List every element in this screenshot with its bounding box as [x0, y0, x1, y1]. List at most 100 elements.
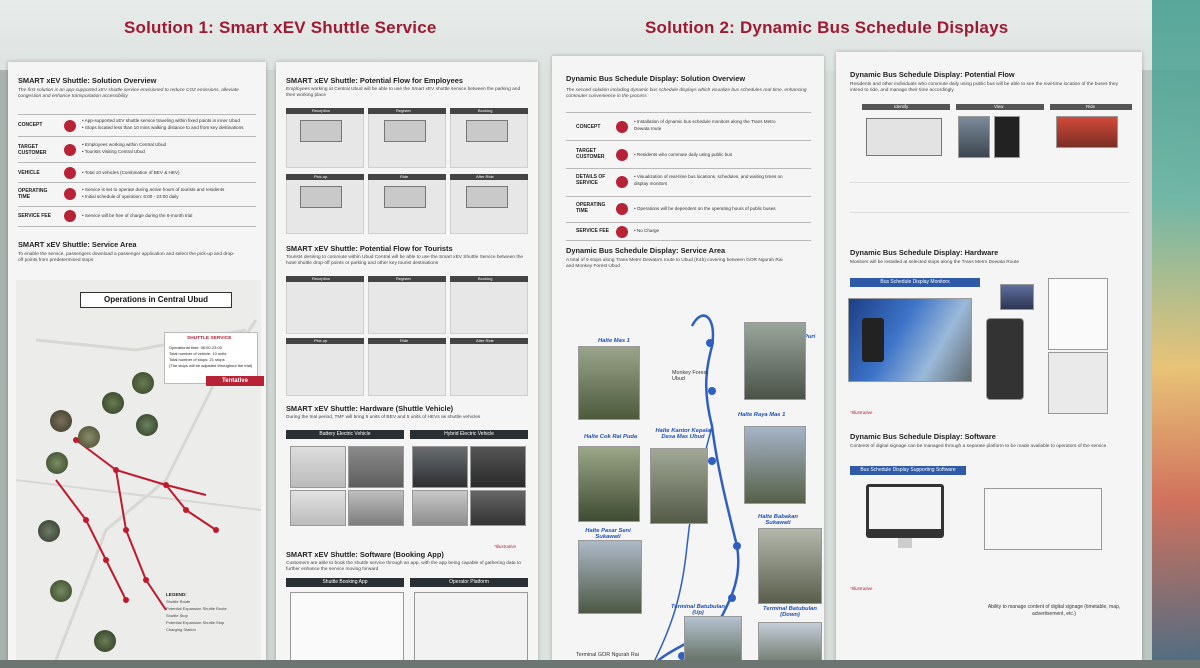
concept-icon: [64, 120, 76, 132]
clock-icon: [616, 203, 628, 215]
s2-overview-text: The second solution including dynamic bu…: [566, 88, 807, 100]
stop-label: Monkey Forest Ubud: [672, 370, 708, 382]
row-label-operating: OPERATING TIME: [18, 188, 48, 200]
row-value: • Visualization of real-time bus locatio…: [634, 174, 783, 179]
row-value: • Total 10 vehicles (Combination of BEV …: [82, 170, 180, 175]
stop-label: Terminal Batubulan (Up): [671, 604, 725, 616]
legend-title: LEGEND:: [166, 592, 187, 597]
hev-vehicle-photo: [412, 446, 468, 488]
flow-employees-title: SMART xEV Shuttle: Potential Flow for Em…: [286, 76, 463, 85]
flow-illustration: [384, 120, 426, 142]
central-ubud-map: Operations in Central Ubud SHUTTLE SERVI…: [16, 280, 264, 665]
stop-photo: [578, 446, 640, 522]
row-value: Dewata route: [634, 126, 662, 131]
hardware1-title: SMART xEV Shuttle: Hardware (Shuttle Veh…: [286, 404, 454, 413]
mural-decoration: [1152, 0, 1200, 668]
desktop-monitor: [866, 484, 944, 538]
flow-step: Ride: [400, 338, 409, 343]
legend-item: Shuttle Stop: [166, 613, 188, 618]
flow-tourists-title: SMART xEV Shuttle: Potential Flow for To…: [286, 244, 453, 253]
flow-illustration: [466, 186, 508, 208]
legend-item: Charging Station: [166, 627, 196, 632]
stop-photo: [50, 410, 72, 432]
flow-step: Reception: [312, 108, 331, 113]
row-label-operating: OPERATING TIME: [576, 202, 606, 214]
stop-photo: [684, 616, 742, 668]
row-value: • Service will be free of charge during …: [82, 213, 193, 218]
stop-photo: [132, 372, 154, 394]
operator-platform-screens: [414, 592, 528, 664]
software-caption: Ability to manage content of digital sig…: [987, 604, 1121, 617]
row-value: • App-supported xEV shuttle service trav…: [82, 118, 240, 123]
stop-photo: [744, 322, 806, 400]
row-value: display monitors: [634, 181, 668, 186]
solution1-heading: Solution 1: Smart xEV Shuttle Service: [124, 18, 437, 37]
s2-area-title: Dynamic Bus Schedule Display: Service Ar…: [566, 246, 726, 255]
bev-interior-photo: [348, 490, 404, 526]
stop-photo: [78, 426, 100, 448]
flow-step: Register: [396, 108, 411, 113]
overview-text: The first solution is an app-supported x…: [18, 88, 239, 100]
display-monitor: [862, 318, 884, 362]
s2-software-text: Contents of digital signage can be manag…: [850, 444, 1107, 449]
bev-interior-photo: [348, 446, 404, 488]
stop-photo: [38, 520, 60, 542]
route-screen: [1048, 352, 1108, 414]
shuttle-service-line: (The stops will be adjusted throughout t…: [169, 363, 253, 368]
flow-illustration: [866, 118, 942, 156]
s2-hardware-text: Monitors will be installed at selected s…: [850, 260, 1020, 265]
flow-tourists-text: Tourists desiring to commute within Ubud…: [286, 255, 524, 267]
panel-solution1-overview: SMART xEV Shuttle: Solution Overview The…: [8, 62, 266, 668]
panel-solution1-flows: SMART xEV Shuttle: Potential Flow for Em…: [276, 62, 538, 668]
s2-software-title: Dynamic Bus Schedule Display: Software: [850, 432, 996, 441]
stop-photo: [744, 426, 806, 504]
stop-label: Halte Pasar Seni Sukawati: [585, 528, 631, 540]
flow-illustration: [300, 186, 342, 208]
details-icon: [616, 176, 628, 188]
flow-step: After Ride: [476, 174, 494, 179]
shuttle-service-box: SHUTTLE SERVICE Operational time: 06:00-…: [164, 332, 258, 384]
stop-photo: [578, 346, 640, 420]
display-monitor-device: [986, 318, 1024, 400]
concept-icon: [616, 121, 628, 133]
schedule-screen: [1048, 278, 1108, 350]
stop-photo: [50, 580, 72, 602]
hev-interior-photo: [470, 446, 526, 488]
overview-title: SMART xEV Shuttle: Solution Overview: [18, 76, 157, 85]
flow-step: Identify: [894, 104, 909, 109]
shuttle-service-line: Operational time: 06:00-23:00: [169, 345, 222, 350]
flow-step: After Ride: [476, 338, 494, 343]
flow-step: Ride: [400, 174, 409, 179]
flow-step: Ride: [1086, 104, 1096, 109]
vehicle-icon: [64, 167, 76, 179]
bev-label: Battery Electric Vehicle: [286, 430, 404, 439]
stop-photo: [94, 630, 116, 652]
row-label-fee: SERVICE FEE: [576, 228, 609, 234]
stop-photo: [46, 452, 68, 474]
flow-illustration: [384, 186, 426, 208]
stop-label: Terminal Batubulan (Down): [763, 606, 817, 618]
row-label-target: TARGET CUSTOMER: [18, 144, 47, 156]
flow-employees-text: Employees working at Central Ubud will b…: [286, 87, 521, 99]
bus-stop-photo: [958, 116, 990, 158]
tentative-badge: Tentative: [206, 376, 264, 386]
shuttle-service-line: Total number of vehicle: 10 units: [169, 351, 227, 356]
flow-step: Booking: [478, 108, 493, 113]
illustrative-note: *Illustrative: [850, 410, 873, 415]
s2-hardware-title: Dynamic Bus Schedule Display: Hardware: [850, 248, 999, 257]
row-label-concept: CONCEPT: [18, 122, 43, 128]
monitor-stand: [898, 538, 912, 548]
flow-illustration: [300, 120, 342, 142]
row-label-target: TARGET CUSTOMER: [576, 148, 605, 160]
operator-platform-label: Operator Platform: [410, 578, 528, 587]
row-value: • Service is set to operate during activ…: [82, 187, 225, 192]
hardware1-text: During the trial period, TMF will bring …: [286, 415, 481, 420]
s2-area-text: A total of 9 stops along Trans Metro Dew…: [566, 258, 783, 270]
row-value: • Employees working within Central Ubud: [82, 142, 167, 147]
stop-label: Halte Raya Mas 1: [738, 412, 786, 418]
legend-item: Potential Expansion Shuttle Stop: [166, 620, 225, 625]
flow-step: Pick-up: [314, 174, 328, 179]
service-area-title: SMART xEV Shuttle: Service Area: [18, 240, 137, 249]
row-label-vehicle: VEHICLE: [18, 170, 40, 176]
s2-overview-title: Dynamic Bus Schedule Display: Solution O…: [566, 74, 746, 83]
